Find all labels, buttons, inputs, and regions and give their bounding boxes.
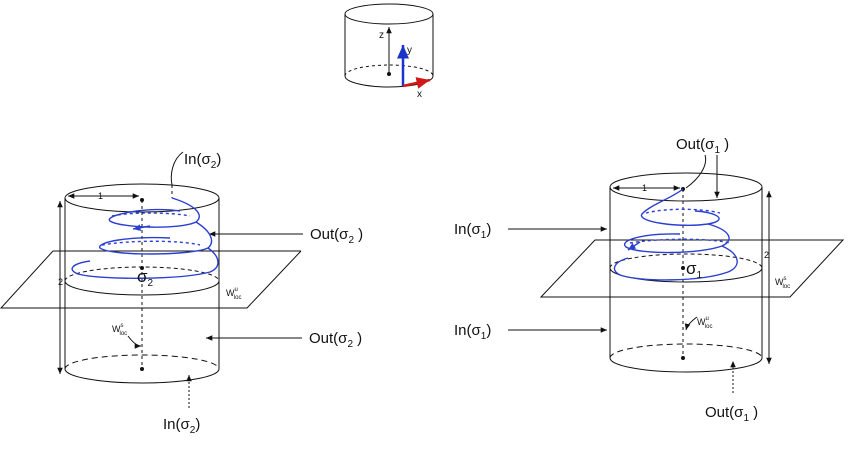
left-sigma-dot (140, 266, 144, 270)
left-spiral (71, 197, 219, 279)
right-sigma-label: σ1 (686, 259, 703, 281)
right-wu-arrow (684, 316, 698, 331)
left-ws-arrow (127, 335, 142, 349)
left-section-front (64, 280, 220, 296)
icon-origin-dot (387, 72, 391, 76)
right-sigma-dot (681, 266, 685, 270)
left-in-curve (170, 151, 184, 186)
right-cylinder (508, 154, 845, 393)
left-out-lower-label: Out(σ2 ) (309, 330, 362, 350)
right-in-upper-label: In(σ1) (454, 221, 491, 241)
right-plane (539, 239, 845, 298)
left-bottom-front (64, 368, 220, 384)
left-bottom-back (64, 354, 220, 370)
right-radius-label: 1 (642, 183, 647, 193)
right-top-ellipse (609, 172, 763, 202)
right-out-bottom-label: Out(σ1 ) (705, 404, 758, 424)
right-bottom-center-dot (681, 356, 685, 360)
y-axis-label: y (407, 45, 412, 56)
z-axis-label: z (379, 30, 384, 41)
right-in-lower-label: In(σ1) (454, 322, 491, 342)
left-top-center-dot (140, 198, 144, 202)
right-out-top-label: Out(σ1 ) (676, 136, 729, 156)
left-bottom-center-dot (140, 367, 144, 371)
left-sigma-label: σ2 (137, 267, 154, 289)
left-radius-label: 1 (98, 191, 103, 201)
right-out-curve (685, 154, 707, 189)
right-bottom-back (609, 343, 763, 359)
icon-top-ellipse (344, 3, 434, 25)
left-out-upper-label: Out(σ2 ) (310, 226, 363, 246)
right-bottom-front (609, 357, 763, 373)
right-spiral (613, 188, 738, 281)
icon-bottom-back (344, 64, 434, 77)
left-in-bottom-label: In(σ2) (163, 416, 200, 436)
axes-icon (344, 3, 434, 89)
left-height-label: 2 (58, 277, 63, 287)
right-height-label: 2 (764, 250, 769, 260)
x-axis-label: x (417, 89, 422, 100)
left-in-top-label: In(σ2) (184, 151, 221, 171)
x-axis-arrow (402, 77, 431, 89)
